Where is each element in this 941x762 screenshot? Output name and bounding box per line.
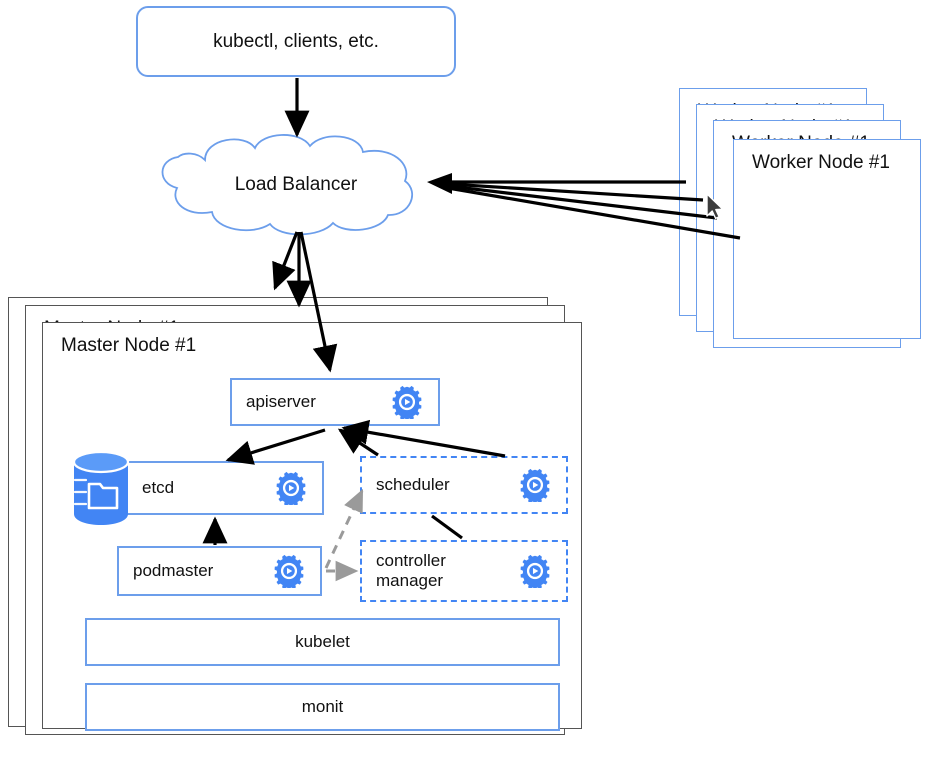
arrow-loadbalancer-to-master3 <box>272 231 299 291</box>
controller-manager-box[interactable]: controller manager <box>360 540 568 602</box>
etcd-box[interactable]: etcd <box>112 461 324 515</box>
scheduler-label: scheduler <box>376 475 450 495</box>
gear-play-icon <box>392 385 422 419</box>
controller-manager-label-line1: controller <box>376 551 446 571</box>
client-box[interactable]: kubectl, clients, etc. <box>136 6 456 77</box>
master-node-title-1: Master Node #1 <box>61 335 197 356</box>
monit-box[interactable]: monit <box>85 683 560 731</box>
podmaster-box[interactable]: podmaster <box>117 546 322 596</box>
worker-node-card-1[interactable]: Worker Node #1 <box>733 139 921 339</box>
database-cylinder-icon <box>72 450 130 525</box>
podmaster-label: podmaster <box>133 561 214 581</box>
gear-play-icon <box>276 471 306 505</box>
kubelet-box[interactable]: kubelet <box>85 618 560 666</box>
client-box-label: kubectl, clients, etc. <box>213 30 379 52</box>
worker-node-title-1: Worker Node #1 <box>752 152 890 173</box>
controller-manager-label: controller manager <box>376 551 446 590</box>
arrow-worker2-to-loadbalancer <box>447 184 718 220</box>
etcd-label: etcd <box>142 478 175 498</box>
gear-play-icon <box>274 554 304 588</box>
gear-play-icon <box>520 468 550 502</box>
scheduler-box[interactable]: scheduler <box>360 456 568 514</box>
kubelet-label: kubelet <box>295 632 350 652</box>
arrow-worker3-to-loadbalancer <box>447 182 704 202</box>
apiserver-box[interactable]: apiserver <box>230 378 440 426</box>
load-balancer-label: Load Balancer <box>234 174 358 195</box>
monit-label: monit <box>301 697 344 717</box>
load-balancer-node[interactable]: Load Balancer <box>146 130 446 240</box>
apiserver-label: apiserver <box>246 392 316 412</box>
controller-manager-label-line2: manager <box>376 571 444 590</box>
gear-play-icon <box>520 554 550 588</box>
